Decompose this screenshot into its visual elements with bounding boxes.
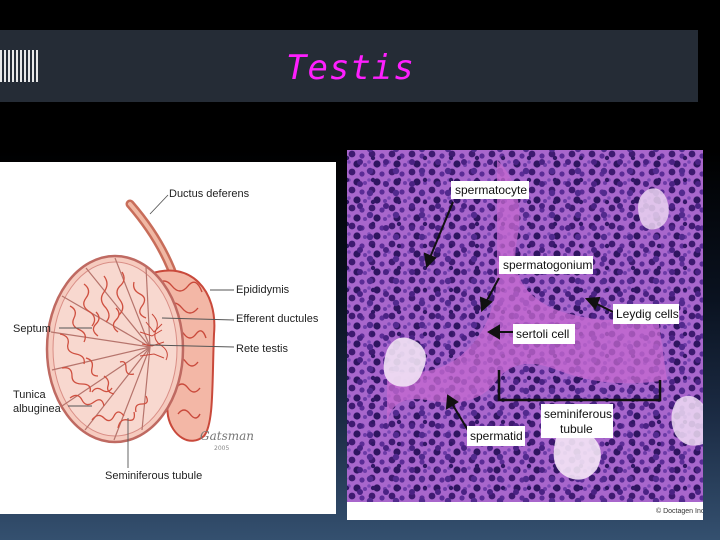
testis-diagram: Ductus deferens Epididymis Efferent duct… [0,162,336,514]
testis-diagram-drawing: Ductus deferens Epididymis Efferent duct… [13,188,319,482]
histology-micrograph: spermatocyte spermatogonium Leydig cells… [347,150,703,520]
signature-year: 2005 [214,445,229,452]
label-spermatogonium: spermatogonium [503,258,592,272]
title-bar [0,30,698,102]
label-septum: Septum [13,323,51,335]
label-leydig-cells: Leydig cells [616,307,679,321]
label-sertoli-cell: sertoli cell [516,327,569,341]
seminiferous-tubules-shape [59,271,148,429]
label-tunica-line2: albuginea [13,403,62,415]
leader-lines [59,194,235,468]
label-spermatocyte: spermatocyte [455,183,527,197]
tubule-bracket [497,370,662,402]
label-epididymis: Epididymis [236,284,290,296]
slide-title: Testis [286,48,415,88]
label-rete-testis: Rete testis [236,343,288,355]
label-ductus-deferens: Ductus deferens [169,188,250,200]
label-boxes [451,181,679,446]
tubule-lumens [383,188,703,480]
image-credit: © Doctagen Inc. [656,507,703,515]
decorative-stripes [0,50,40,82]
interstitial-tissue [387,160,667,430]
label-spermatid: spermatid [470,429,523,443]
label-seminiferous-line1: seminiferous [544,407,612,421]
pointer-arrows [423,201,614,433]
label-seminiferous-line2: tubule [560,422,593,436]
micrograph-image: spermatocyte spermatogonium Leydig cells… [347,150,703,515]
label-efferent-ductules: Efferent ductules [236,313,319,325]
rete-testis-shape [139,313,168,361]
label-seminiferous-tubule: Seminiferous tubule [105,470,202,482]
label-tunica-line1: Tunica [13,389,46,401]
signature: Gatsman [200,429,254,443]
septa-lines [50,257,151,441]
